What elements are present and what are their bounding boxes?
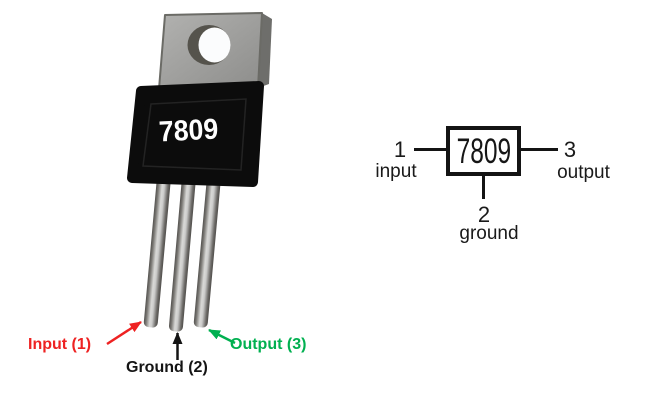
ground-pin-label: Ground (2) xyxy=(126,359,208,376)
leg-input xyxy=(143,169,172,328)
to220-package-illustration: 7809 xyxy=(106,12,272,360)
output-arrow xyxy=(208,328,236,345)
package-body xyxy=(127,81,264,187)
schematic-pin3-name: output xyxy=(557,162,610,183)
mounting-hole xyxy=(198,27,231,63)
schematic-pin2-number: 2 xyxy=(477,202,491,227)
schematic-wire-pin1 xyxy=(414,148,446,151)
schematic-wire-pin3 xyxy=(521,148,558,151)
schematic-wire-pin2 xyxy=(482,176,485,199)
schematic-chip-label: 7809 xyxy=(456,131,511,171)
schematic-pin2-name: ground xyxy=(459,223,519,244)
schematic-pin1-name: input xyxy=(375,161,417,182)
schematic-chip-box: 7809 xyxy=(446,126,521,176)
input-pin-label: Input (1) xyxy=(28,336,92,353)
input-arrow xyxy=(106,320,142,346)
leg-output xyxy=(193,169,222,328)
leg-ground xyxy=(168,169,197,332)
schematic-pin3-number: 3 xyxy=(563,137,577,162)
package-body-inner-edge xyxy=(142,98,247,171)
schematic-pin1-number: 1 xyxy=(393,137,407,162)
package-marking: 7809 xyxy=(158,112,219,147)
output-pin-label: Output (3) xyxy=(230,336,307,353)
